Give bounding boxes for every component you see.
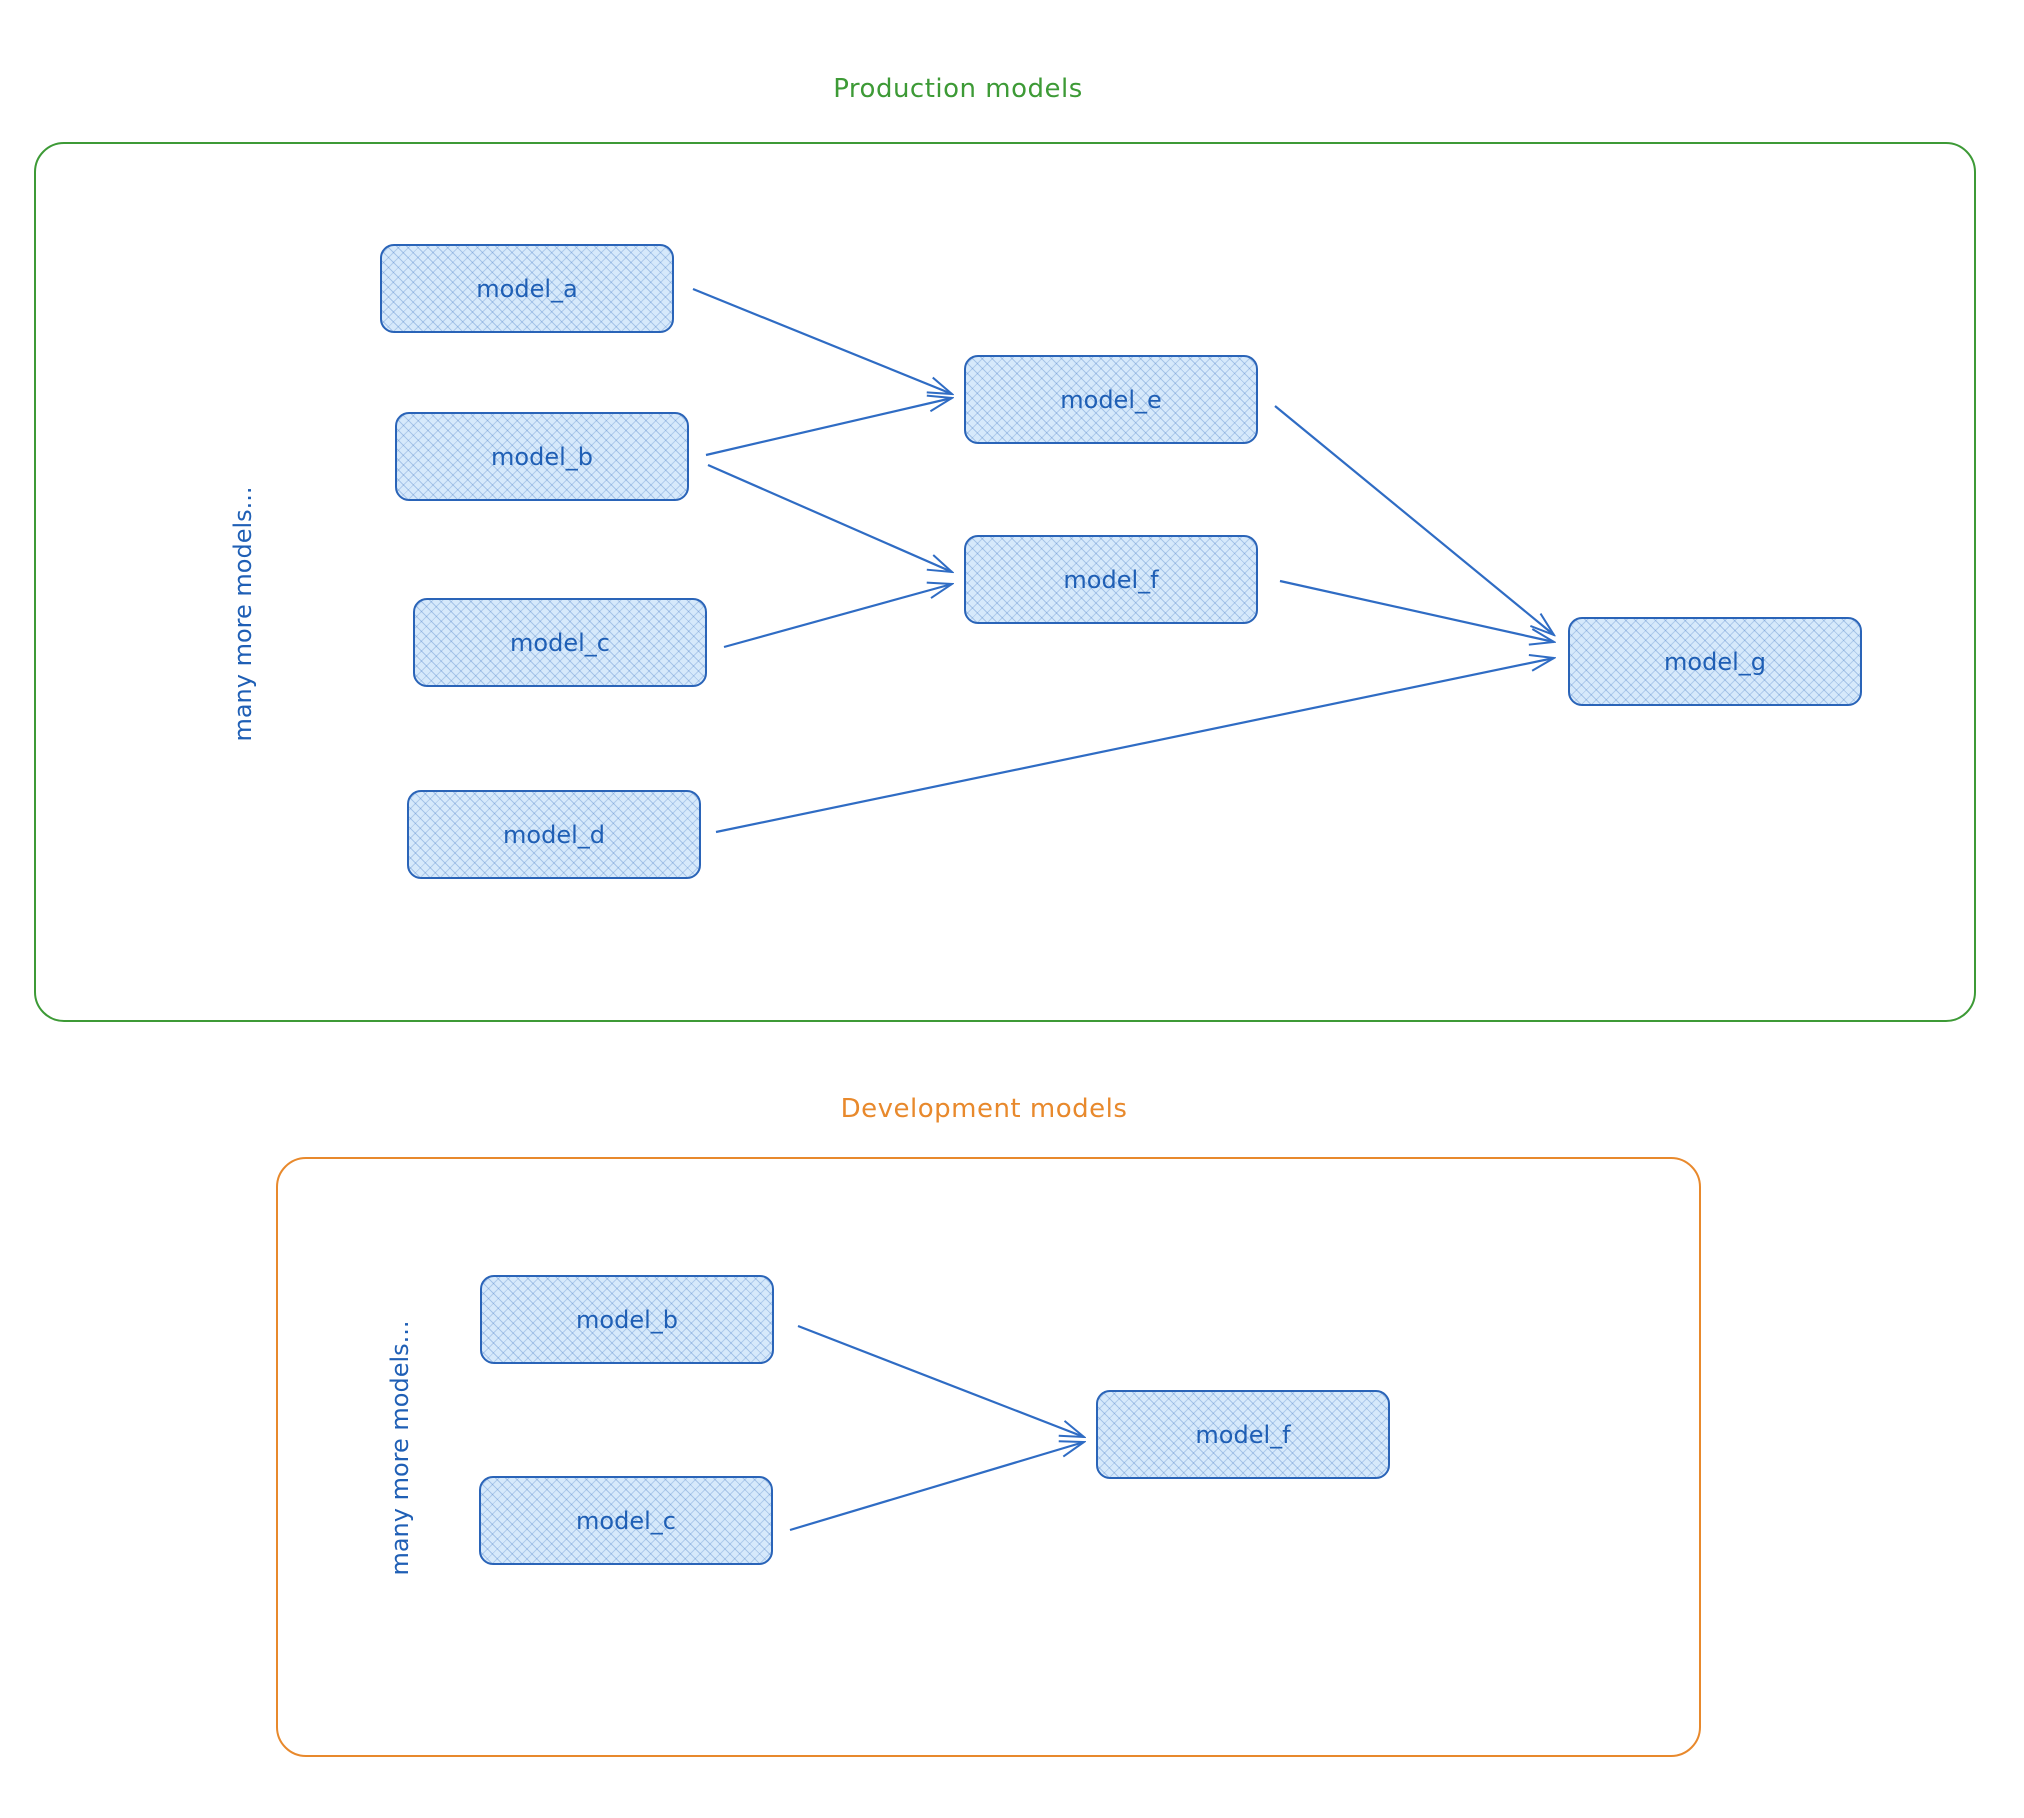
edge-prod-d-g — [715, 658, 1554, 834]
edge-prod-b-f — [707, 463, 952, 572]
development-title: Development models — [840, 1094, 1128, 1124]
production-frame — [34, 142, 1976, 1022]
prod-model-d-node[interactable]: model_d — [407, 790, 701, 879]
dev-model-f-node[interactable]: model_f — [1096, 1390, 1390, 1479]
edge-prod-f-g — [1279, 579, 1554, 642]
prod-model-g-node[interactable]: model_g — [1568, 617, 1862, 706]
prod-model-c-node[interactable]: model_c — [413, 598, 707, 687]
edge-dev-c-f — [789, 1442, 1084, 1532]
development-frame — [276, 1157, 1701, 1757]
dev-model-c-node[interactable]: model_c — [479, 1476, 773, 1565]
edge-prod-c-f — [723, 584, 952, 649]
edge-dev-b-f — [797, 1324, 1084, 1437]
prod-model-e-node[interactable]: model_e — [964, 355, 1258, 444]
edge-prod-b-e — [705, 398, 952, 457]
prod-model-a-node[interactable]: model_a — [380, 244, 674, 333]
production-title: Production models — [833, 74, 1083, 104]
prod-model-b-node[interactable]: model_b — [395, 412, 689, 501]
dev-model-b-node[interactable]: model_b — [480, 1275, 774, 1364]
edge-prod-e-g — [1274, 405, 1554, 635]
edge-prod-a-e — [692, 287, 952, 394]
prod-model-f-node[interactable]: model_f — [964, 535, 1258, 624]
